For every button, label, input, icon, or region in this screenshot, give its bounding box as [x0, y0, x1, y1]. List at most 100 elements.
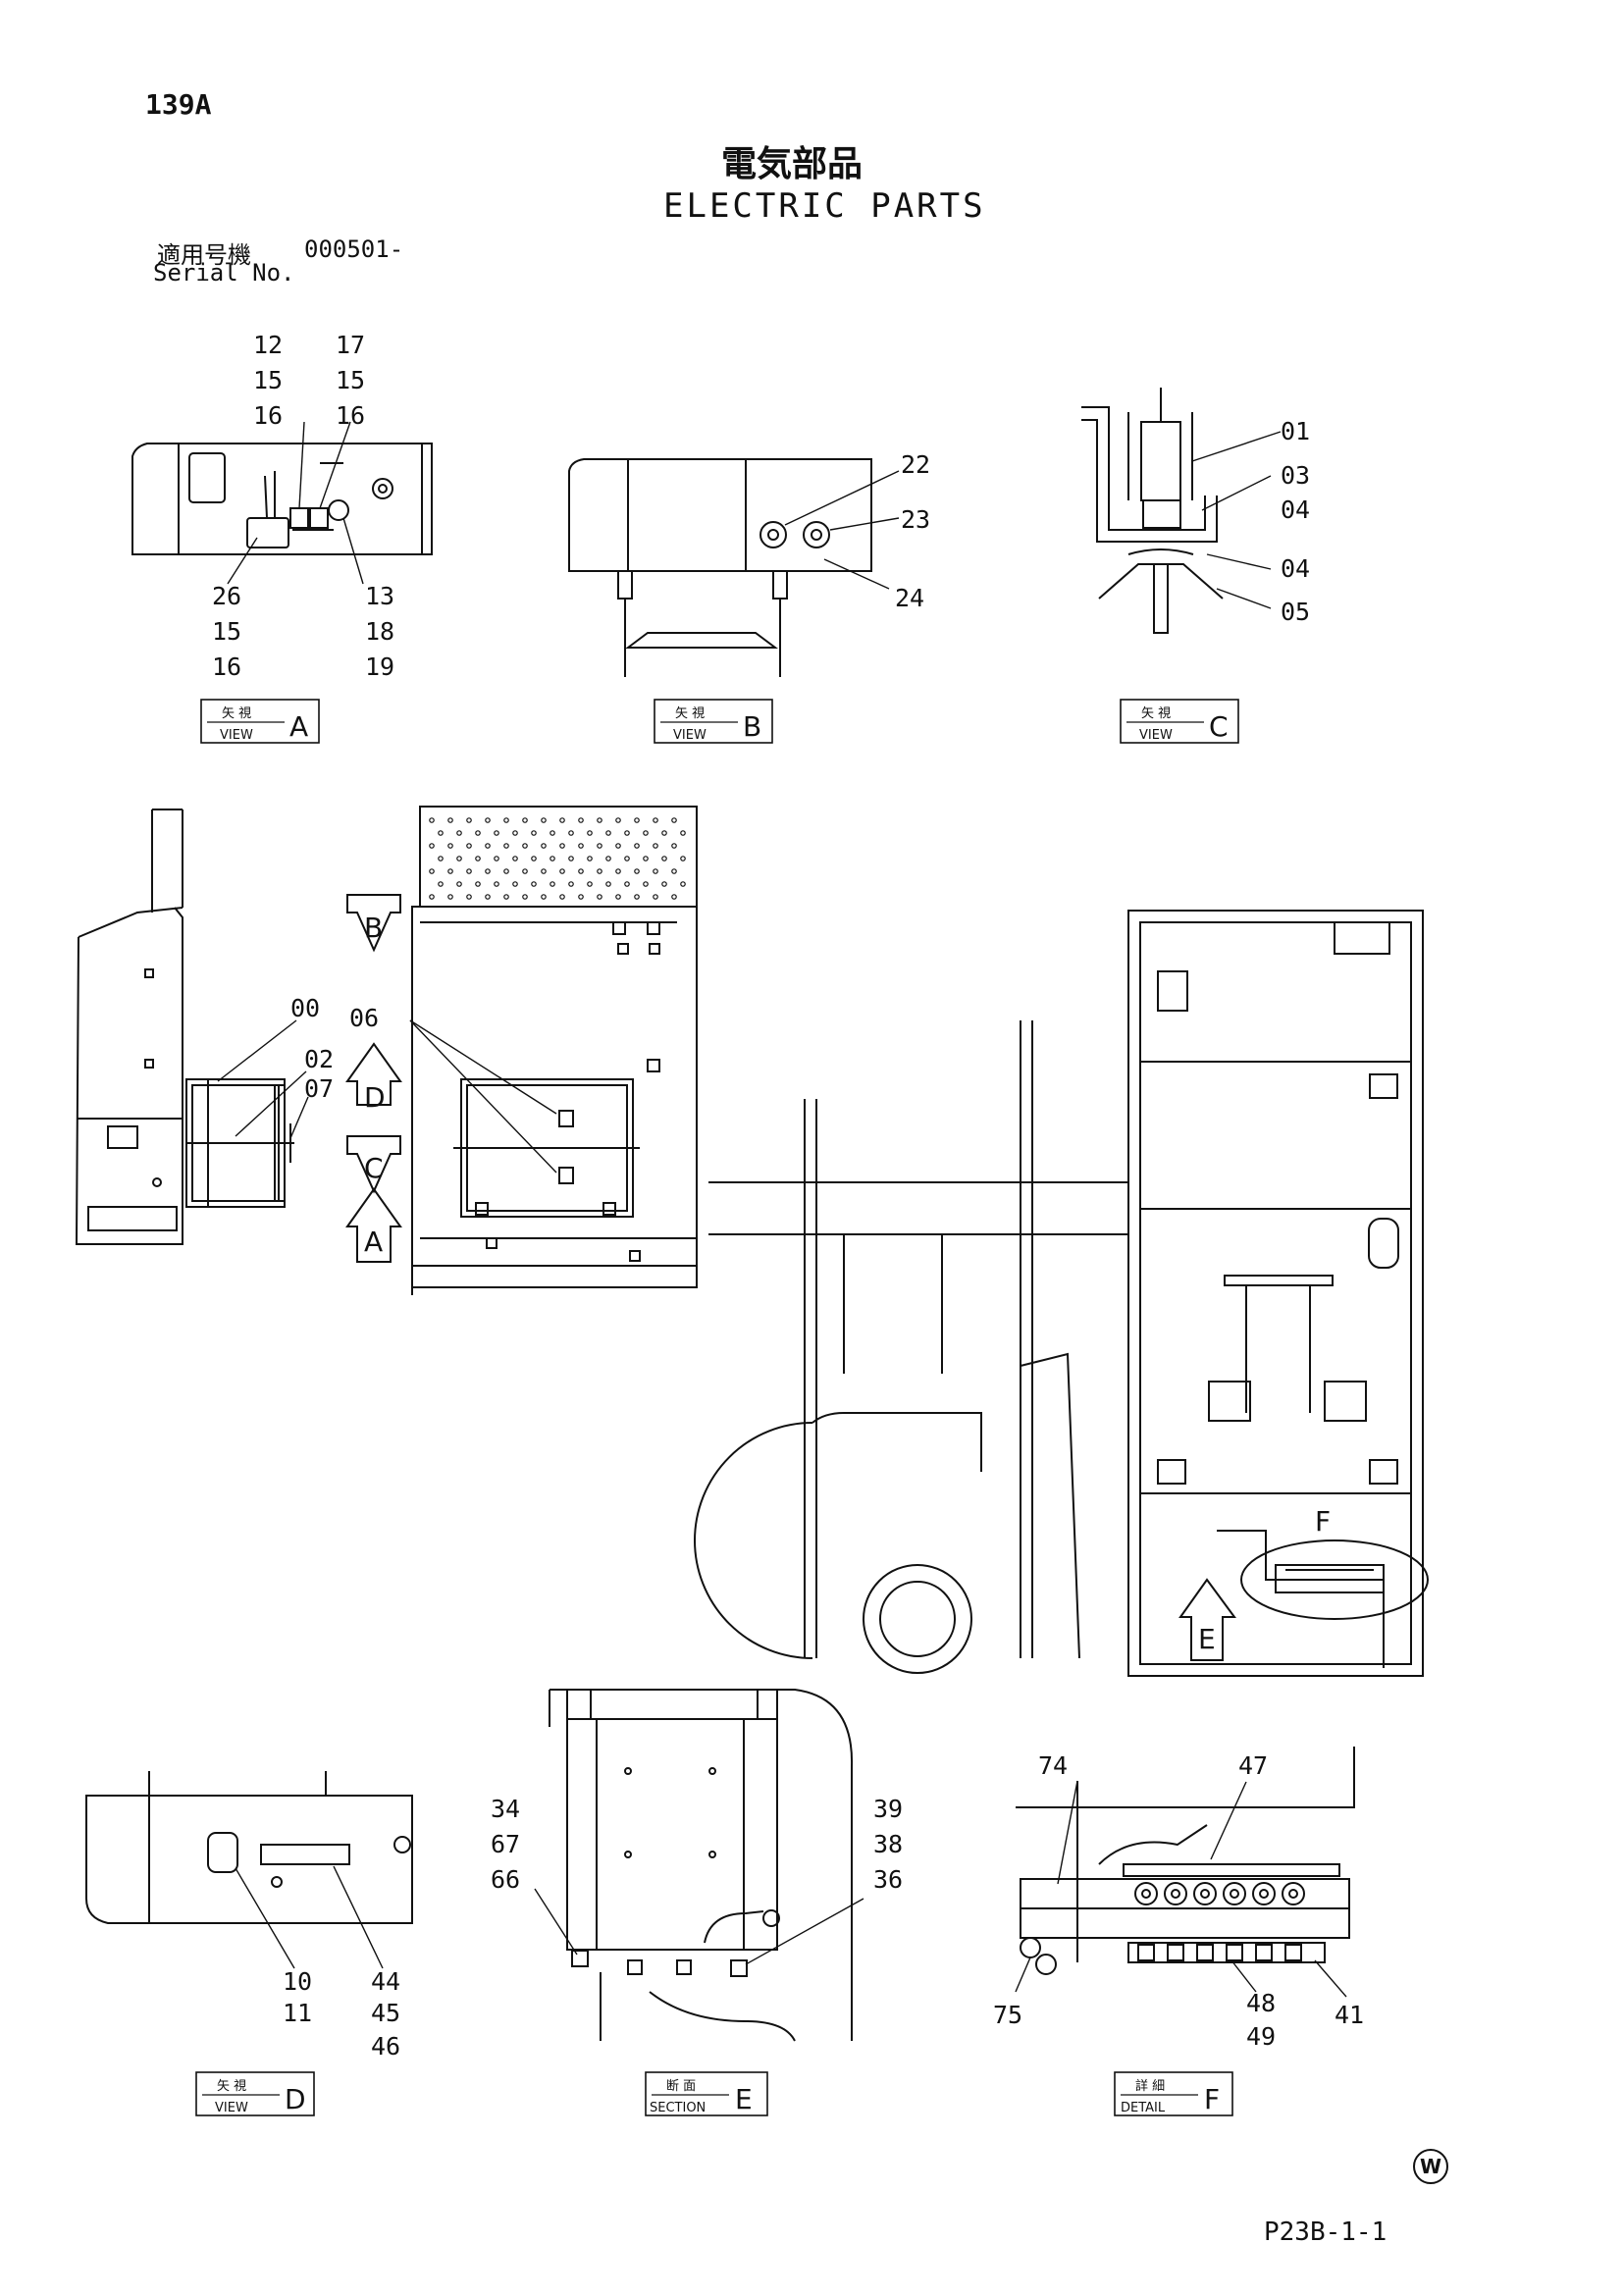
terminal-hub [1200, 1889, 1210, 1899]
terminal-ring [1223, 1882, 1246, 1905]
terminal-ring [1252, 1882, 1276, 1905]
footer-mark: W [1413, 2149, 1448, 2184]
view-b-drawing [568, 458, 900, 677]
perforation-hole [550, 856, 555, 861]
perforation-hole [653, 894, 658, 900]
perforation-hole [485, 894, 491, 900]
arrow-letter-a: A [364, 1226, 383, 1258]
perforation-hole [597, 894, 602, 900]
callout-label: 05 [1281, 598, 1310, 626]
perforation-hole [653, 868, 658, 874]
perforation-hole [494, 830, 499, 836]
perforation-hole [494, 856, 499, 861]
perforation-hole [653, 843, 658, 849]
view-d-callouts: 10 11 44 45 46 [283, 1967, 400, 2061]
perforation-hole [559, 843, 565, 849]
svg-text:VIEW: VIEW [220, 728, 253, 743]
perforation-hole [680, 830, 686, 836]
arrow-letter-f: F [1315, 1505, 1331, 1538]
perforation-hole [568, 881, 574, 887]
perforation-hole [466, 868, 472, 874]
perforation-hole [503, 817, 509, 823]
svg-text:詳 細: 詳 細 [1135, 2078, 1165, 2094]
perforation-hole [550, 830, 555, 836]
callout-label: 11 [283, 1999, 312, 2027]
callout-label: 36 [873, 1865, 903, 1894]
callout-label: 15 [212, 617, 241, 646]
perforation-hole [512, 856, 518, 861]
callout-label: 66 [491, 1865, 520, 1894]
perforation-hole [466, 843, 472, 849]
perforation-hole [643, 881, 649, 887]
callout-label: 12 [253, 331, 283, 359]
callout-label: 19 [365, 652, 394, 681]
perforation-hole [578, 868, 584, 874]
perforation-hole [429, 817, 435, 823]
callout-label: 74 [1038, 1751, 1068, 1780]
callout-label: 46 [371, 2032, 400, 2061]
perforation-hole [447, 817, 453, 823]
perforation-hole [605, 830, 611, 836]
terminal-hub [1171, 1889, 1180, 1899]
callout-label: 47 [1238, 1751, 1268, 1780]
perforation-hole [550, 881, 555, 887]
view-c-tag: 矢 視 VIEW C [1120, 699, 1239, 744]
view-e-drawing [534, 1689, 864, 2042]
svg-text:F: F [1204, 2083, 1220, 2115]
perforation-hole [680, 881, 686, 887]
perforation-hole [578, 817, 584, 823]
perforation-hole [522, 868, 528, 874]
terminal-ring [1193, 1882, 1217, 1905]
callout-label: 04 [1281, 496, 1310, 524]
terminal-clip [1167, 1944, 1184, 1961]
perforation-hole [512, 830, 518, 836]
perforation-hole [615, 817, 621, 823]
perforation-hole [447, 843, 453, 849]
perforation-hole [661, 881, 667, 887]
callout-label: 13 [365, 582, 394, 610]
perforation-hole [438, 881, 444, 887]
callout-label: 39 [873, 1795, 903, 1823]
perforation-hole [512, 881, 518, 887]
svg-text:SECTION: SECTION [650, 2101, 706, 2115]
perforation-hole [541, 817, 547, 823]
perforation-hole [503, 868, 509, 874]
callout-label: 04 [1281, 554, 1310, 583]
machine-frame [694, 910, 1429, 1677]
svg-text:矢 視: 矢 視 [217, 2079, 246, 2094]
perforation-hole [615, 894, 621, 900]
perforation-hole [531, 830, 537, 836]
callout-label: 01 [1281, 417, 1310, 445]
callout-label: 26 [212, 582, 241, 610]
callout-label: 22 [901, 450, 930, 479]
callout-label: 24 [895, 584, 924, 612]
perforation-hole [671, 817, 677, 823]
view-d-tag: 矢 視 VIEW D [195, 2071, 315, 2116]
callout-label: 00 [290, 994, 320, 1022]
perforation-hole [531, 856, 537, 861]
svg-text:A: A [289, 710, 308, 743]
perforation-hole [503, 843, 509, 849]
perforation-hole [578, 894, 584, 900]
perforation-hole [634, 817, 640, 823]
arrow-letter-c: C [364, 1152, 384, 1184]
svg-text:B: B [743, 710, 761, 743]
svg-text:VIEW: VIEW [215, 2101, 248, 2115]
svg-text:矢 視: 矢 視 [222, 706, 251, 721]
callout-label: 38 [873, 1830, 903, 1858]
perforation-hole [597, 817, 602, 823]
perforation-hole [522, 817, 528, 823]
view-a-tag: 矢 視 VIEW A [200, 699, 320, 744]
view-b-tag: 矢 視 VIEW B [654, 699, 773, 744]
callout-label: 48 [1246, 1989, 1276, 2017]
perforation-hole [634, 868, 640, 874]
perforation-hole [605, 856, 611, 861]
perforation-hole [429, 894, 435, 900]
callout-label: 44 [371, 1967, 400, 1996]
view-a-callouts: 12 15 16 17 15 16 26 15 16 13 18 19 [212, 331, 394, 681]
perforation-hole [615, 868, 621, 874]
serial-label-japanese: 適用号機 [157, 241, 251, 269]
perforation-hole [671, 868, 677, 874]
callout-label: 67 [491, 1830, 520, 1858]
